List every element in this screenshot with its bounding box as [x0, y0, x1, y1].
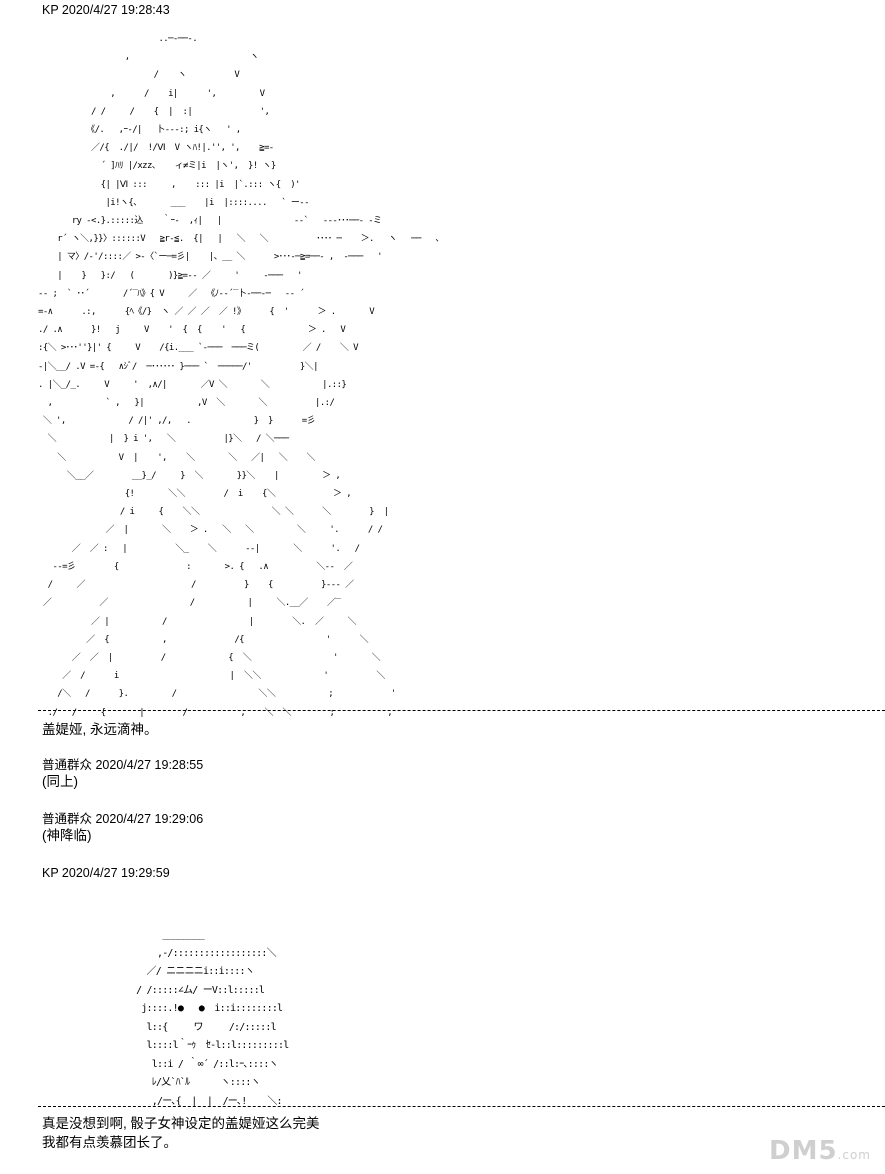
- ascii-art-character-with-crossbow: ..─‐──‐. , ヽ / ヽ V , / i| ', V / / / { |…: [38, 34, 444, 718]
- post-text: 我都有点羡慕团长了。: [42, 1135, 177, 1150]
- post-text: (神降临): [42, 828, 92, 843]
- dashed-divider: [38, 1106, 885, 1107]
- post-text: 真是没想到啊, 骰子女神设定的盖媞娅这么完美: [42, 1116, 320, 1131]
- post-text: (同上): [42, 774, 78, 789]
- dashed-divider: [38, 710, 885, 711]
- ascii-art-yukkuri-face: ________ ,-/::::::::::::::::::＼ ／/ ニニニニi…: [136, 929, 289, 1107]
- post-header: 普通群众 2020/4/27 19:29:06: [42, 812, 204, 826]
- site-watermark-logo: DM5.com: [769, 1136, 871, 1166]
- post-header: KP 2020/4/27 19:29:59: [42, 866, 170, 880]
- post-text: 盖媞娅, 永远滴神。: [42, 722, 158, 737]
- post-header: 普通群众 2020/4/27 19:28:55: [42, 758, 204, 772]
- post-header: KP 2020/4/27 19:28:43: [42, 3, 170, 17]
